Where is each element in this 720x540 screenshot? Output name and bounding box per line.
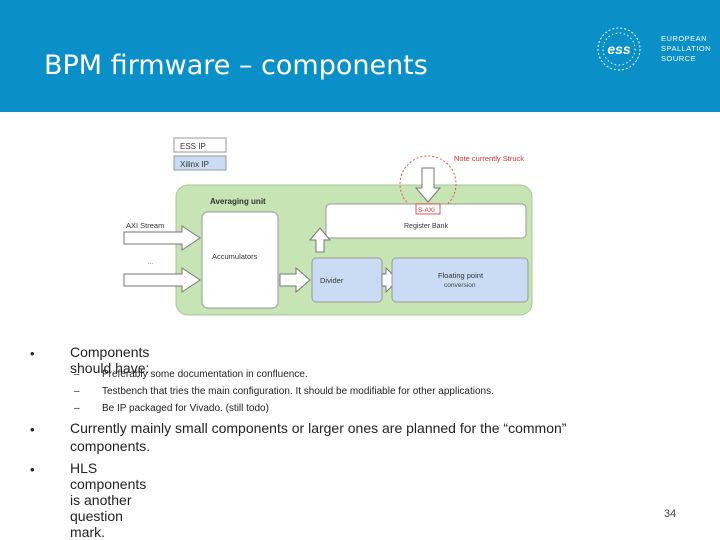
averaging-unit-label: Averaging unit — [210, 197, 266, 206]
logo-mark: ess — [607, 41, 631, 57]
bullet-item: HLS components is another question mark. — [70, 460, 147, 540]
logo-line: EUROPEAN — [661, 34, 708, 43]
right-arrow-icon — [279, 266, 311, 294]
ess-logo-icon: ess — [597, 27, 641, 71]
slide-header: BPM firmware – components ess EUROPEAN S… — [0, 0, 720, 112]
down-arrow-icon — [414, 167, 442, 203]
bullet-glyph: • — [30, 462, 35, 477]
sub-bullet-item: Be IP packaged for Vivado. (still todo) — [102, 403, 269, 414]
bullet-item: Currently mainly small components or lar… — [70, 420, 567, 436]
logo-text: EUROPEAN SPALLATION SOURCE — [661, 34, 711, 64]
legend-xilinx-ip: Xilinx IP — [180, 160, 209, 169]
ellipsis-label: ... — [148, 260, 153, 266]
input-arrow-icon — [123, 267, 201, 293]
legend-ess-ip-box — [173, 137, 227, 153]
conversion-label: conversion — [444, 282, 476, 289]
bullet-item-continued: components. — [70, 438, 151, 454]
sub-bullet-item: Testbench that tries the main configurat… — [102, 386, 494, 397]
saxi-label: S-AXI — [418, 207, 435, 214]
dash-glyph: – — [74, 386, 80, 397]
input-arrow-icon — [123, 225, 201, 251]
sub-bullet-item: Preferably some documentation in conflue… — [102, 369, 308, 380]
page-number: 34 — [664, 508, 677, 520]
floating-point-box — [391, 257, 529, 303]
legend-ess-ip: ESS IP — [180, 142, 206, 151]
logo-line: SPALLATION — [661, 44, 712, 53]
register-bank-label: Register Bank — [404, 223, 448, 230]
note-label: Note currently Struck — [454, 154, 524, 163]
bullet-glyph: • — [30, 422, 35, 437]
dash-glyph: – — [74, 403, 80, 414]
note-circle — [399, 155, 457, 213]
bullet-item: Components should have: — [70, 344, 150, 376]
averaging-unit-diagram: ESS IP Xilinx IP Averaging unit Note cur… — [123, 137, 533, 316]
dash-glyph: – — [74, 369, 80, 380]
legend-xilinx-ip-box — [173, 155, 227, 171]
up-arrow-icon — [308, 227, 332, 253]
saxi-box — [415, 203, 441, 215]
divider-label: Divider — [320, 276, 344, 285]
accumulators-box — [201, 211, 279, 309]
bullet-glyph: • — [30, 346, 35, 361]
axi-stream-label: AXI Stream — [126, 221, 164, 230]
slide-title: BPM firmware – components — [44, 50, 428, 81]
accumulators-label: Accumulators — [212, 252, 258, 261]
floating-point-label: Floating point — [438, 271, 484, 280]
logo-line: SOURCE — [661, 54, 697, 63]
